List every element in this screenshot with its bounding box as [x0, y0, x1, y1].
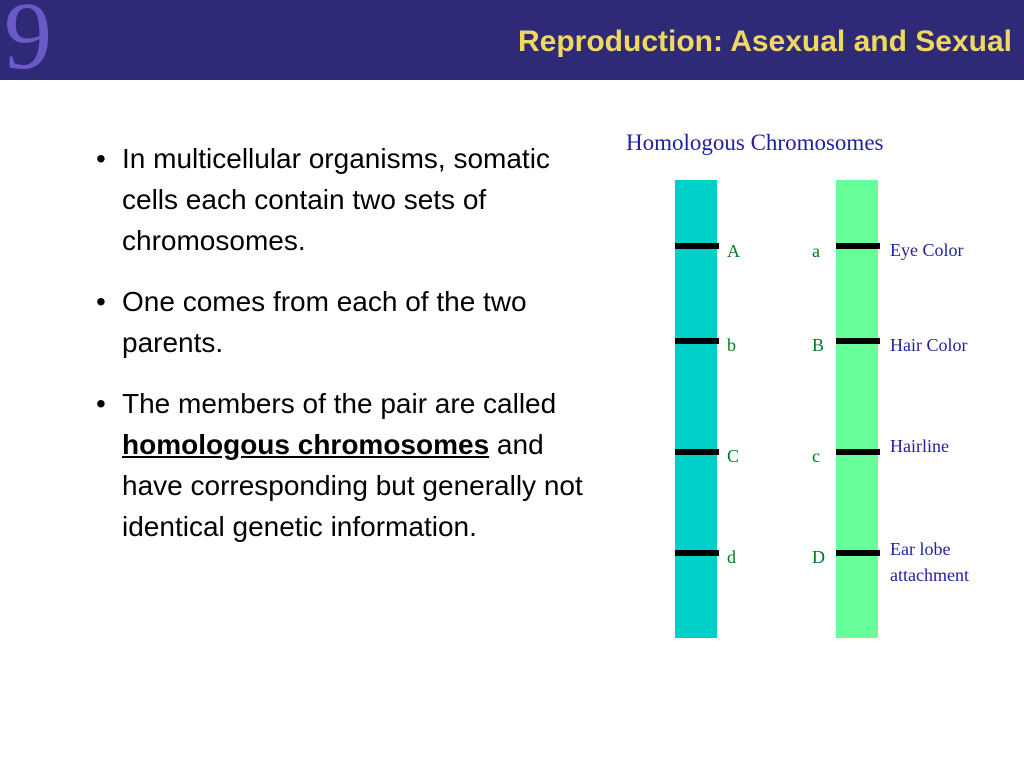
allele-right: B [812, 335, 825, 355]
bullet-item: One comes from each of the two parents. [92, 281, 592, 363]
trait-label: Eye Color [890, 240, 964, 260]
bullet-item: In multicellular organisms, somatic cell… [92, 138, 592, 261]
locus-band-right [836, 338, 880, 344]
allele-right: c [812, 446, 820, 466]
bullet-text: One comes from each of the two parents. [122, 286, 527, 358]
diagram-title: Homologous Chromosomes [626, 130, 884, 155]
chromosome-left [675, 180, 717, 638]
bullet-text-before: The members of the pair are called [122, 388, 557, 419]
trait-label: Ear lobe attachment [890, 539, 969, 585]
chapter-number: 9 [4, 0, 52, 89]
allele-left: A [727, 241, 740, 261]
allele-left: b [727, 335, 736, 355]
locus-band-right [836, 449, 880, 455]
trait-label: Hair Color [890, 335, 968, 355]
slide-title: Reproduction: Asexual and Sexual [518, 25, 1012, 58]
locus-band-left [675, 550, 719, 556]
locus-band-left [675, 449, 719, 455]
locus-band-left [675, 338, 719, 344]
bullet-text: In multicellular organisms, somatic cell… [122, 143, 550, 256]
allele-right: D [812, 547, 825, 567]
trait-label: Hairline [890, 436, 949, 456]
allele-right: a [812, 241, 820, 261]
homologous-chromosomes-term: homologous chromosomes [122, 429, 490, 460]
bullet-text-after: and have corresponding but generally not… [122, 429, 583, 542]
locus-band-right [836, 243, 880, 249]
locus-band-right [836, 550, 880, 556]
allele-left: d [727, 547, 736, 567]
header-bar: 9 Reproduction: Asexual and Sexual [0, 0, 1024, 84]
bullet-list: In multicellular organisms, somatic cell… [92, 138, 592, 567]
locus-band-left [675, 243, 719, 249]
bullet-item: The members of the pair are called homol… [92, 383, 592, 547]
allele-left: C [727, 446, 740, 466]
chromosome-right [836, 180, 878, 638]
